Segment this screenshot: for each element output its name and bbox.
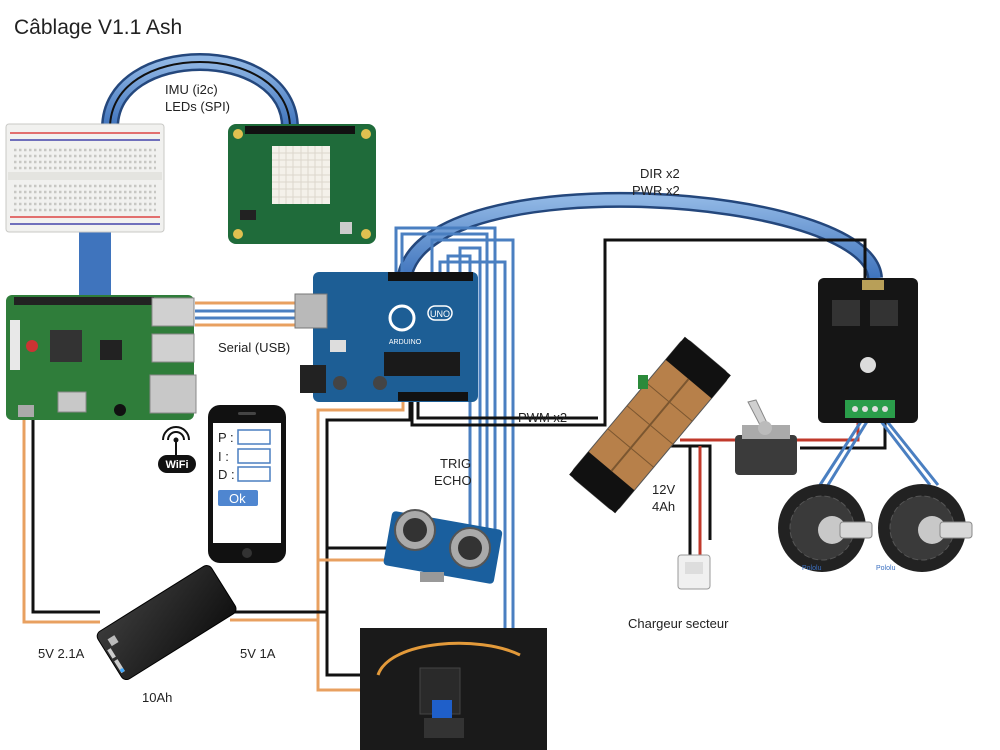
pid-d-field[interactable] <box>237 466 271 482</box>
pwm-label: PWM x2 <box>518 410 568 425</box>
dir-label: DIR x2 <box>640 166 680 181</box>
toggle-switch <box>735 399 797 475</box>
raspberry-pi <box>6 295 197 420</box>
pi-usb-port-1 <box>151 297 195 327</box>
wifi-icon: WiFi <box>158 426 196 473</box>
arduino-model: UNO <box>430 309 450 319</box>
battery-wires <box>670 420 887 555</box>
wires <box>22 53 940 692</box>
phone-ok-button[interactable] <box>218 490 258 506</box>
pwr-label: PWR x2 <box>632 183 680 198</box>
motor-wires <box>818 419 940 486</box>
leds-label: LEDs (SPI) <box>165 99 231 114</box>
page-title: Câblage V1.1 Ash <box>14 16 183 39</box>
capacity-battery-label: 4Ah <box>652 499 676 514</box>
echo-label: ECHO <box>434 473 472 488</box>
ultrasonic-sensor <box>383 509 503 584</box>
pi-usb-port-2 <box>151 333 195 363</box>
pi-power-wires <box>22 420 100 624</box>
motor-brand-right: Pololu <box>876 565 896 572</box>
power-bank <box>96 565 237 681</box>
wifi-text: WiFi <box>165 459 188 471</box>
breadboard <box>5 123 165 233</box>
breadboard-pi-ribbon <box>79 230 111 298</box>
battery-connector <box>638 375 648 389</box>
motor-brand-left: Pololu <box>802 565 822 572</box>
sense-hat <box>228 124 376 244</box>
motor-driver-terminals <box>845 400 895 418</box>
serial-label: Serial (USB) <box>218 340 291 355</box>
trig-label: TRIG <box>440 456 472 471</box>
pid-i-field[interactable] <box>237 448 271 464</box>
pid-p-field[interactable] <box>237 429 271 445</box>
pwm-wires <box>410 238 867 427</box>
pid-p-label: P : <box>218 430 234 445</box>
charger-label: Chargeur secteur <box>628 616 729 631</box>
sensor-wires <box>394 226 515 640</box>
usb-1a-label: 5V 1A <box>240 646 276 661</box>
pid-i-label: I : <box>218 449 229 464</box>
charger-connector <box>677 554 711 590</box>
usb-2a-label: 5V 2.1A <box>38 646 85 661</box>
power-wires-sensors <box>230 400 412 692</box>
smartphone <box>208 405 286 563</box>
battery-pack <box>569 336 731 514</box>
arduino-brand: ARDUINO <box>389 339 422 346</box>
voltage-label: 12V <box>652 482 676 497</box>
phone-ok-label[interactable]: Ok <box>229 491 246 506</box>
motor-driver <box>818 278 918 423</box>
servo-pan-tilt <box>360 628 547 750</box>
arduino-uno: ARDUINO UNO <box>294 272 478 402</box>
wheel-left: Pololu <box>778 484 873 572</box>
imu-label: IMU (i2c) <box>165 82 218 97</box>
wheel-right: Pololu <box>876 484 973 572</box>
pid-d-label: D : <box>218 467 235 482</box>
powerbank-capacity-label: 10Ah <box>142 690 173 705</box>
pi-ethernet-port <box>149 374 197 414</box>
